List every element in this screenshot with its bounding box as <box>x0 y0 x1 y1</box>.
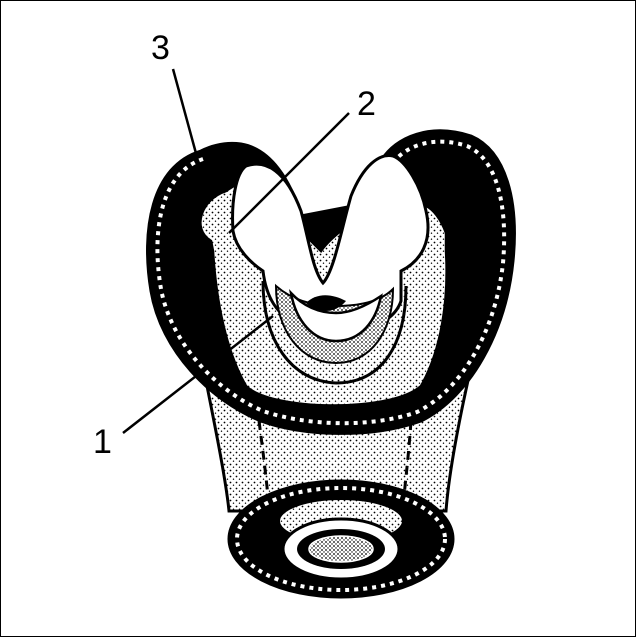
label-2: 2 <box>357 85 376 123</box>
ring-core <box>309 536 373 562</box>
leader-line-3 <box>173 69 197 157</box>
label-3: 3 <box>151 29 170 67</box>
label-1: 1 <box>93 423 112 461</box>
